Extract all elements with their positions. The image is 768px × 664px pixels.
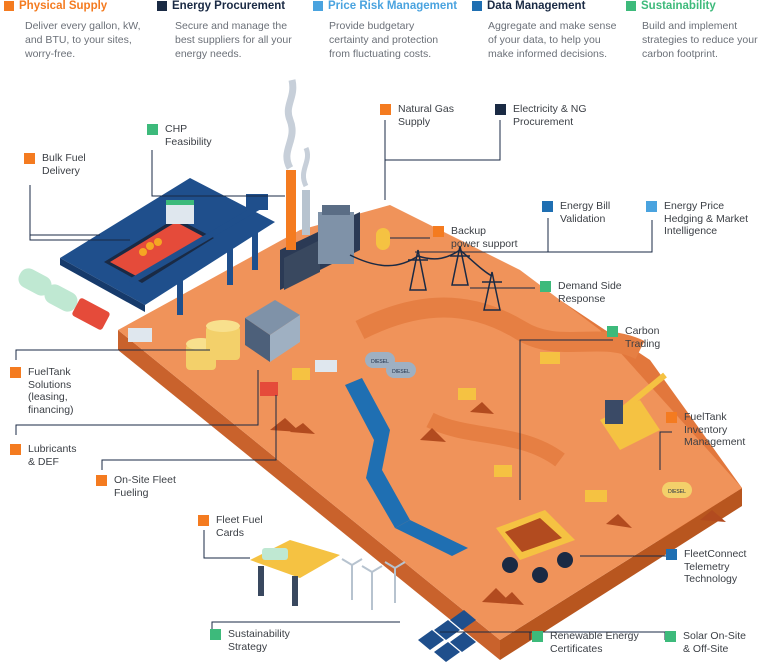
diesel-tank-label: DIESEL (668, 489, 686, 495)
label-text: On-Site Fleet Fueling (114, 474, 176, 499)
warehouse (245, 300, 300, 362)
water-dock-front (60, 258, 145, 312)
dump-truck (496, 510, 575, 583)
orange-square (24, 153, 35, 164)
header-desc: Secure and manage the best suppliers for… (175, 20, 292, 60)
gantry-crane (128, 202, 264, 315)
label-lubricants-def: Lubricants & DEF (10, 443, 76, 468)
orange-square (96, 475, 107, 486)
cargo-ship (104, 200, 214, 283)
orange-square (10, 367, 21, 378)
label-backup-power-support: Backup power support (433, 225, 518, 250)
diesel-tank-group: DIESEL DIESEL DIESEL (365, 352, 692, 498)
energy-procurement-square (157, 1, 167, 11)
solar-panels (418, 610, 476, 662)
dirt-piles (270, 402, 726, 605)
conveyor-belt (345, 378, 468, 556)
label-text: Electricity & NG Procurement (513, 103, 587, 128)
label-solar-onsite-offsite: Solar On-Site & Off-Site (665, 630, 746, 655)
label-text: CHP Feasibility (165, 123, 212, 148)
mining-rig (600, 372, 667, 450)
green-square (210, 629, 221, 640)
wind-turbines (341, 558, 406, 610)
data-management-square (472, 1, 482, 11)
green-square (540, 281, 551, 292)
sky-square (646, 201, 657, 212)
fuel-station (250, 540, 340, 606)
header-desc: Deliver every gallon, kW, and BTU, to yo… (25, 20, 141, 60)
label-text: Solar On-Site & Off-Site (683, 630, 747, 655)
header-title: Data Management (487, 0, 586, 12)
label-bulk-fuel-delivery: Bulk Fuel Delivery (24, 152, 86, 177)
label-electricity-ng-procurement: Electricity & NG Procurement (495, 103, 587, 128)
label-renewable-energy-certificates: Renewable Energy Certificates (532, 630, 639, 655)
header-desc: Provide budgetary certainty and protecti… (329, 20, 439, 60)
header-data-management: Data Management Aggregate and make sense… (472, 0, 622, 70)
diesel-tank-label: DIESEL (392, 369, 410, 375)
orange-square (380, 104, 391, 115)
dirt-road (355, 297, 645, 360)
label-text: Sustainability Strategy (228, 628, 290, 653)
blue-square (542, 201, 553, 212)
terrain-front-right-side (500, 488, 742, 660)
green-square (665, 631, 676, 642)
label-natural-gas-supply: Natural Gas Supply (380, 103, 454, 128)
crane-beam-box (246, 194, 268, 210)
label-fueltank-solutions: FuelTank Solutions (leasing, financing) (10, 366, 74, 416)
label-chp-feasibility: CHP Feasibility (147, 123, 212, 148)
header-desc: Aggregate and make sense of your data, t… (488, 20, 617, 60)
label-text: FuelTank Inventory Management (684, 411, 746, 448)
header-title: Sustainability (641, 0, 716, 12)
label-text: Energy Price Hedging & Market Intelligen… (664, 200, 749, 237)
price-risk-square (313, 1, 323, 11)
label-fueltank-inventory: FuelTank Inventory Management (666, 411, 745, 449)
header-energy-procurement: Energy Procurement Secure and manage the… (157, 0, 317, 70)
header-physical-supply: Physical Supply Deliver every gallon, kW… (4, 0, 154, 70)
orange-square (433, 226, 444, 237)
orange-square (198, 515, 209, 526)
header-sustainability: Sustainability Build and implement strat… (626, 0, 768, 70)
label-text: Backup power support (451, 225, 518, 250)
label-text: Renewable Energy Certificates (550, 630, 639, 655)
physical-supply-square (4, 1, 14, 11)
green-square (147, 124, 158, 135)
label-text: Bulk Fuel Delivery (42, 152, 86, 177)
small-vehicles (128, 328, 607, 502)
label-text: Energy Bill Validation (560, 200, 611, 225)
sustainability-square (626, 1, 636, 11)
label-energy-price-hedging: Energy Price Hedging & Market Intelligen… (646, 200, 748, 238)
label-onsite-fleet-fueling: On-Site Fleet Fueling (96, 474, 176, 499)
label-fleetconnect-telemetry: FleetConnect Telemetry Technology (666, 548, 746, 586)
label-carbon-trading: Carbon Trading (607, 325, 660, 350)
label-text: Carbon Trading (625, 325, 661, 350)
label-text: FleetConnect Telemetry Technology (684, 548, 747, 585)
header-title: Energy Procurement (172, 0, 286, 12)
label-fleet-fuel-cards: Fleet Fuel Cards (198, 514, 263, 539)
power-plant (280, 79, 390, 290)
label-demand-side-response: Demand Side Response (540, 280, 622, 305)
label-text: Fleet Fuel Cards (216, 514, 263, 539)
diesel-tank-label: DIESEL (371, 359, 389, 365)
header-desc: Build and implement strategies to reduce… (642, 20, 758, 60)
orange-square (666, 412, 677, 423)
label-text: Demand Side Response (558, 280, 622, 305)
label-energy-bill-validation: Energy Bill Validation (542, 200, 610, 225)
terrain-front-left-side (118, 330, 500, 660)
label-text: FuelTank Solutions (leasing, financing) (28, 366, 74, 416)
blue-square (666, 549, 677, 560)
transmission-towers (349, 245, 502, 311)
label-sustainability-strategy: Sustainability Strategy (210, 628, 290, 653)
label-text: Natural Gas Supply (398, 103, 455, 128)
green-square (607, 326, 618, 337)
dirt-road-2 (426, 412, 565, 467)
header-title: Physical Supply (19, 0, 108, 12)
fuel-train (18, 268, 110, 330)
orange-square (10, 444, 21, 455)
label-text: Lubricants & DEF (28, 443, 77, 468)
header-price-risk-management: Price Risk Management Provide budgetary … (313, 0, 473, 70)
header-title: Price Risk Management (328, 0, 458, 12)
green-square (532, 631, 543, 642)
navy-square (495, 104, 506, 115)
